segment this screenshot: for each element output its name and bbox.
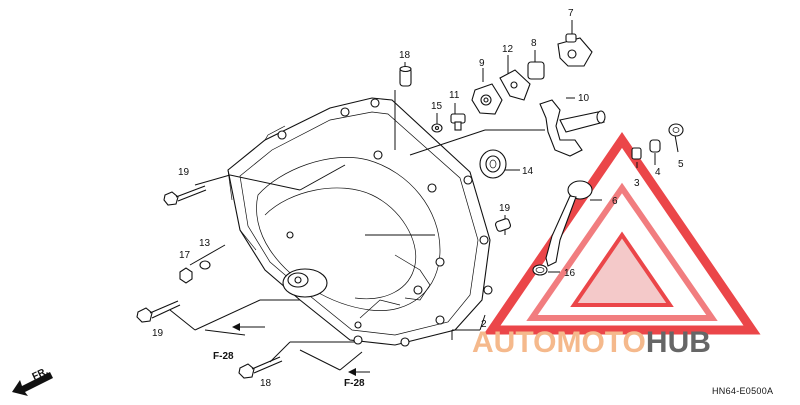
reference-f28-left: F-28 <box>213 351 234 362</box>
callout-3: 3 <box>634 178 640 189</box>
part-3-plug <box>631 147 642 160</box>
part-17-nut <box>179 267 193 284</box>
callout-14: 14 <box>522 166 534 177</box>
part-4-spring-washer <box>649 139 661 153</box>
callout-4: 4 <box>655 167 661 178</box>
callout-19-bottom: 18 <box>260 378 272 389</box>
part-11-bolt <box>450 113 466 131</box>
part-6-oil-filler-cap <box>545 180 593 267</box>
callout-18-top: 18 <box>399 50 411 61</box>
callout-16: 16 <box>564 268 576 279</box>
crankcase-cover <box>227 97 493 347</box>
callout-7: 7 <box>568 8 574 19</box>
callout-12: 12 <box>502 44 514 55</box>
part-8-spring <box>527 61 545 80</box>
part-9-cam-plate <box>471 83 503 115</box>
callout-8: 8 <box>531 38 537 49</box>
callout-2: 2 <box>481 319 487 330</box>
part-7-shift-arm <box>557 33 593 67</box>
callout-5: 5 <box>678 159 684 170</box>
callout-13: 13 <box>199 238 211 249</box>
callout-17: 17 <box>179 250 191 261</box>
reference-f28-bottom: F-28 <box>344 378 365 389</box>
callout-11: 11 <box>449 90 460 101</box>
part-15-washer <box>431 123 443 133</box>
callout-9: 9 <box>479 58 485 69</box>
drawing-code: HN64-E0500A <box>712 386 773 396</box>
part-19-bolt-lower-left <box>136 300 181 323</box>
watermark-brand-second: HUB <box>646 326 711 359</box>
part-14-oil-seal <box>479 149 507 179</box>
part-19-bolt-top-left <box>163 185 207 206</box>
f28-reference-arrows <box>232 323 370 376</box>
part-12-stopper-plate <box>499 69 531 101</box>
part-5-bolt-cap <box>668 123 684 137</box>
callout-10: 10 <box>578 93 590 104</box>
front-direction-arrow <box>12 372 53 396</box>
watermark-brand-first: AUTOMOTO <box>472 326 646 359</box>
callout-6: 6 <box>612 196 618 207</box>
callout-18-right: 19 <box>499 203 511 214</box>
part-18-dowel-pin-right <box>495 218 511 232</box>
part-16-o-ring <box>532 264 548 276</box>
callout-15: 15 <box>431 101 443 112</box>
callout-19-top-left: 19 <box>178 167 190 178</box>
part-18-dowel-pin-top <box>399 65 412 87</box>
watermark-brand: AUTOMOTOHUB <box>472 326 711 359</box>
part-19-bolt-bottom <box>238 356 283 379</box>
part-10-shift-shaft <box>539 99 606 157</box>
callout-19-lower-left: 19 <box>152 328 164 339</box>
part-13-washer <box>199 260 211 270</box>
